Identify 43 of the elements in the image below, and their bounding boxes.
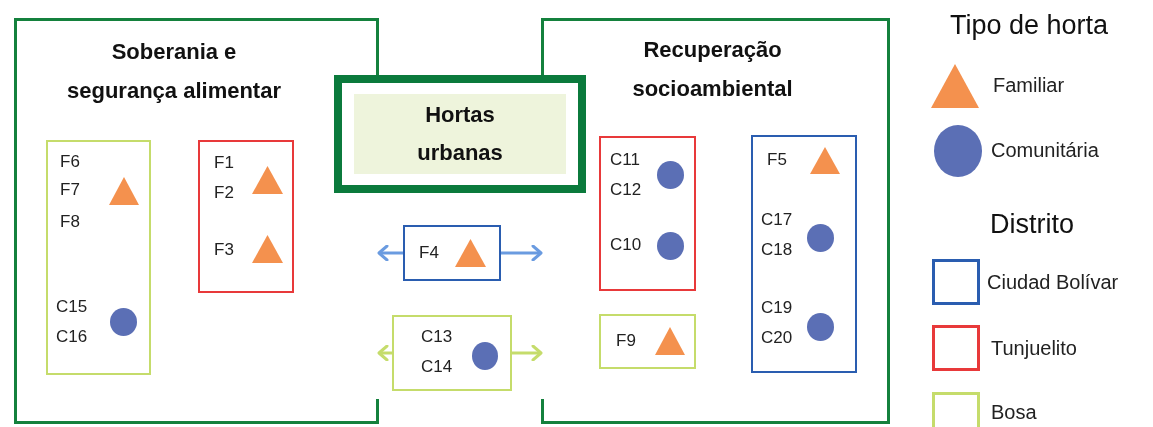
garden-code: C16	[56, 327, 88, 347]
legend-label: Comunitária	[991, 138, 1099, 162]
garden-code: C15	[56, 297, 88, 317]
legend-label: Ciudad Bolívar	[987, 270, 1119, 294]
garden-code: F8	[60, 212, 80, 232]
garden-code: C18	[761, 240, 793, 260]
legend-label: Familiar	[993, 73, 1065, 97]
legend-label: Tunjuelito	[991, 336, 1077, 360]
garden-code: F7	[60, 180, 80, 200]
district-box	[751, 135, 857, 373]
garden-code: C12	[610, 180, 642, 200]
garden-code: F2	[214, 183, 234, 203]
district-box	[403, 225, 501, 281]
arrow	[512, 344, 543, 362]
district-box	[46, 140, 151, 375]
category-frame	[541, 18, 890, 424]
district-box	[198, 140, 294, 293]
title-box	[334, 75, 586, 193]
garden-code: C10	[610, 235, 642, 255]
title-text: Hortas urbanas	[416, 101, 504, 167]
garden-code: C17	[761, 210, 793, 230]
frame-title: Recuperação socioambiental	[631, 36, 794, 103]
legend-heading: Tipo de horta	[950, 9, 1109, 42]
district-box	[599, 314, 696, 369]
garden-code: F5	[767, 150, 787, 170]
legend-heading: Distrito	[990, 208, 1074, 241]
arrow	[501, 244, 543, 262]
garden-code: C19	[761, 298, 793, 318]
district-box	[392, 315, 512, 391]
legend-label: Bosa	[991, 400, 1037, 424]
garden-code: F3	[214, 240, 234, 260]
arrow	[377, 344, 392, 362]
garden-code: C11	[610, 150, 640, 170]
district-box	[599, 136, 696, 291]
garden-code: C13	[421, 327, 453, 347]
arrow	[377, 244, 403, 262]
garden-code: F6	[60, 152, 80, 172]
garden-code: C20	[761, 328, 793, 348]
garden-code: C14	[421, 357, 453, 377]
garden-code: F9	[616, 331, 636, 351]
garden-code: F4	[419, 243, 439, 263]
garden-code: F1	[214, 153, 234, 173]
frame-title: Soberania e segurança alimentar	[66, 38, 282, 105]
